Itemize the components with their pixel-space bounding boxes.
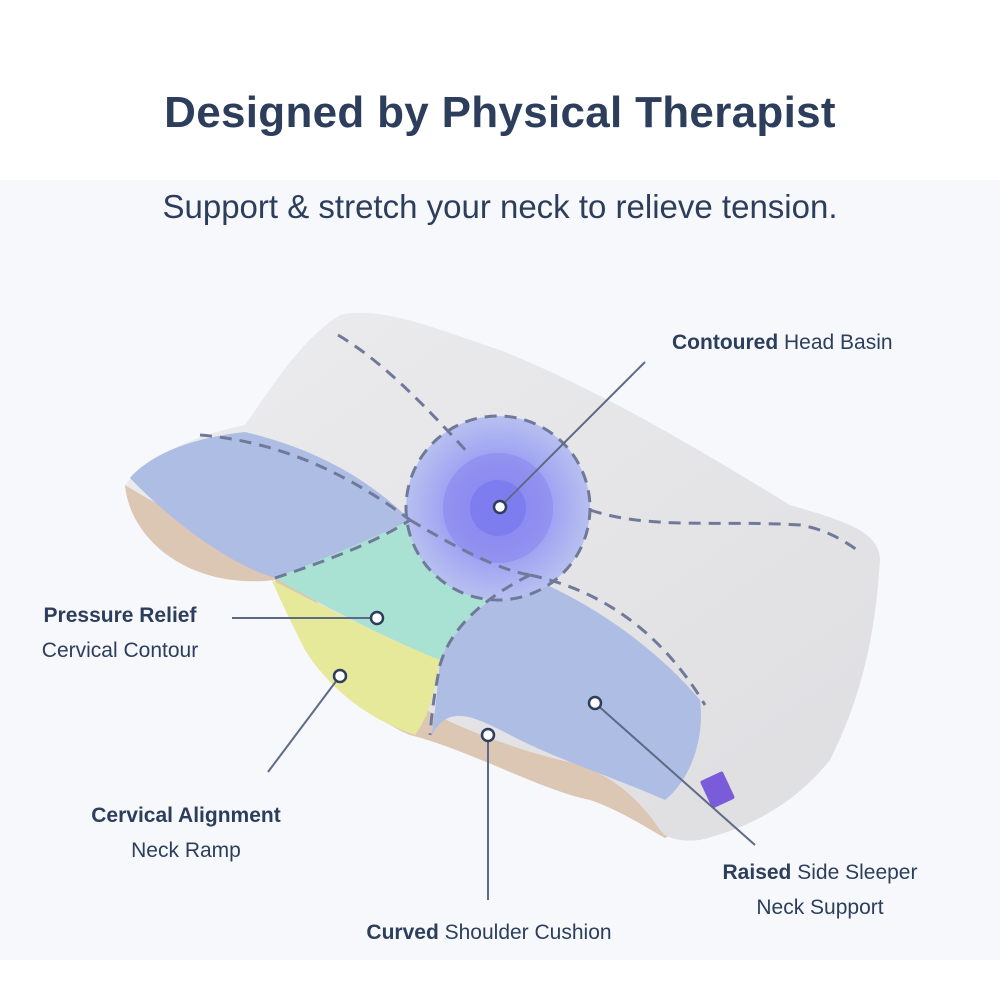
callout-side-sleeper-bold: Raised (722, 861, 792, 884)
zone-left-blue (130, 432, 410, 578)
page-title: Designed by Physical Therapist (164, 88, 836, 137)
callout-head-basin-bold: Contoured (672, 331, 779, 354)
callout-cervical-alignment-subtitle: Neck Ramp (131, 839, 241, 862)
callout-shoulder-cushion-text: Shoulder Cushion (438, 921, 612, 944)
callout-shoulder-cushion: Curved Shoulder Cushion (340, 915, 638, 950)
page-subtitle: Support & stretch your neck to relieve t… (162, 188, 838, 225)
callout-dots (332, 499, 603, 743)
callout-head-basin: Contoured Head Basin (672, 325, 893, 360)
zone-right-blue (432, 575, 701, 800)
pillow-tag (700, 771, 735, 809)
callout-cervical-alignment: Cervical Alignment Neck Ramp (75, 798, 297, 868)
callout-side-sleeper-text: Side Sleeper (791, 861, 918, 884)
callout-pressure-relief: Pressure Relief Cervical Contour (15, 598, 225, 668)
bottom-strip (0, 960, 1000, 1000)
callout-head-basin-text: Head Basin (778, 331, 893, 354)
callout-cervical-alignment-title: Cervical Alignment (91, 804, 281, 827)
dashed-contours (199, 333, 861, 736)
callout-pressure-relief-title: Pressure Relief (43, 604, 197, 627)
callout-side-sleeper-subtitle: Neck Support (756, 896, 884, 919)
callout-side-sleeper: Raised Side Sleeper Neck Support (700, 855, 940, 925)
callout-pressure-relief-subtitle: Cervical Contour (41, 639, 199, 662)
callout-lines (232, 361, 756, 900)
callout-shoulder-cushion-bold: Curved (366, 921, 439, 944)
